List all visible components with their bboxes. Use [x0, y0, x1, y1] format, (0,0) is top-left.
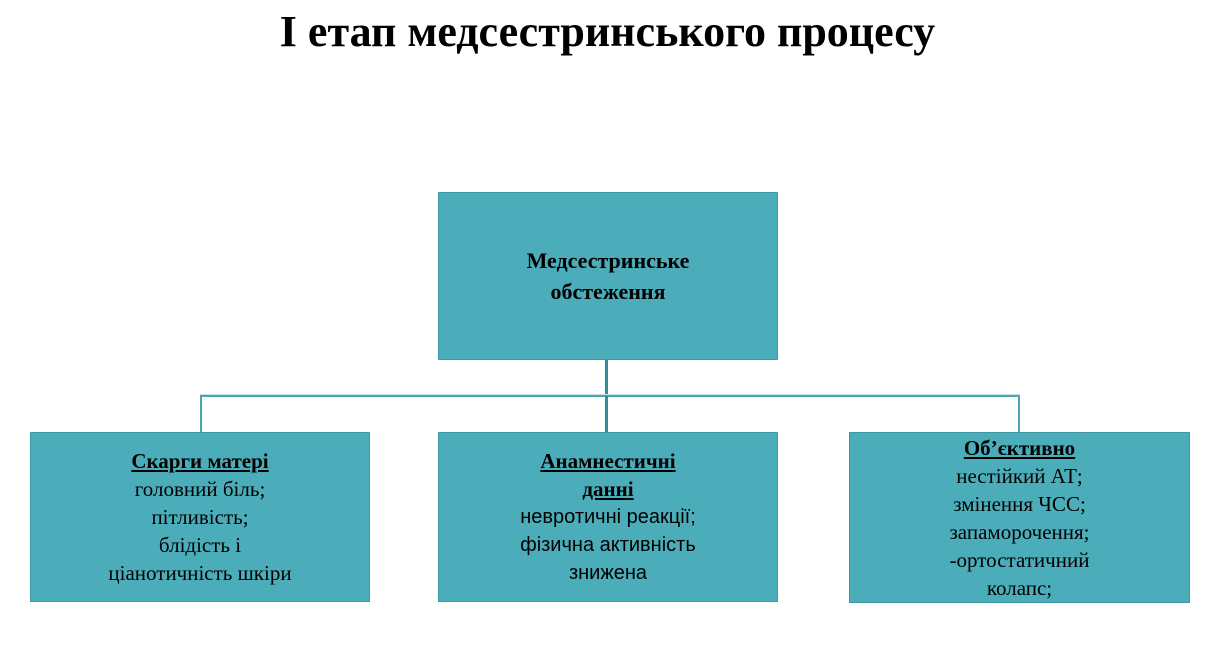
- text-line: -ортостатичний: [949, 547, 1090, 572]
- child-box-body: невротичні реакції; фізична активність зни…: [520, 503, 696, 587]
- text-line: нестійкий АТ;: [956, 463, 1083, 488]
- connector-drop-right: [1018, 396, 1020, 432]
- child-box-heading: Об’єктивно: [963, 435, 1076, 460]
- child-box-body: нестійкий АТ; змінення ЧСС; запаморочення;…: [950, 462, 1090, 602]
- text-line: пітливість;: [151, 505, 249, 529]
- root-box-nursing-examination: Медсестринське обстеження: [438, 192, 778, 360]
- child-box-anamnestic-data: Анамнестичні данні невротичні реакції; фі…: [438, 432, 778, 602]
- root-box-label: Медсестринське обстеження: [526, 248, 690, 304]
- connector-drop-left: [200, 396, 202, 432]
- text-line: головний біль;: [134, 477, 266, 501]
- text-line: ціанотичність шкіри: [108, 561, 292, 585]
- text-line: невротичні реакції;: [520, 506, 696, 528]
- text-line: фізична активність: [520, 534, 696, 556]
- connector-drop-middle: [605, 396, 608, 432]
- child-box-heading: Скарги матері: [131, 449, 269, 473]
- text-line: знижена: [568, 562, 648, 584]
- text-line: змінення ЧСС;: [953, 491, 1086, 516]
- child-box-heading: Анамнестичні данні: [540, 449, 676, 501]
- text-line: блідість і: [158, 533, 242, 557]
- child-box-body: головний біль; пітливість; блідість і ціано…: [108, 475, 291, 587]
- text-line: запаморочення;: [949, 519, 1090, 544]
- child-box-objective-findings: Об’єктивно нестійкий АТ; змінення ЧСС; зап…: [849, 432, 1190, 603]
- connector-root-drop: [605, 360, 608, 395]
- page-title: І етап медсестринського процесу: [279, 7, 936, 56]
- child-box-mother-complaints: Скарги матері головний біль; пітливість; б…: [30, 432, 370, 602]
- text-line: колапс;: [986, 575, 1053, 600]
- connector-horizontal: [200, 394, 1020, 397]
